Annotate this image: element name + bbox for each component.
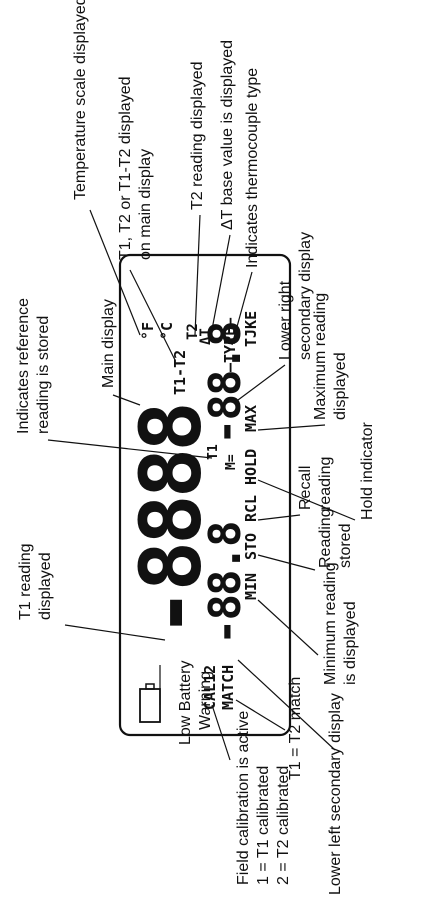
- label-recall-2: reading: [317, 457, 334, 510]
- delta-t-tag: ΔT: [198, 328, 214, 345]
- leader-lines: [47, 209, 356, 761]
- leader-temp-scale: [89, 209, 141, 336]
- leader-lower-right: [237, 364, 286, 401]
- label-lower-left: Lower left secondary display: [327, 693, 344, 895]
- label-field-cal-3: 2 = T2 calibrated: [275, 766, 292, 885]
- hold-tag: HOLD: [242, 449, 260, 485]
- leader-field-cal: [211, 704, 231, 761]
- leader-thermo-type: [231, 271, 253, 346]
- m-equals-tag: M=: [224, 454, 239, 470]
- main-digits: -8888: [122, 405, 220, 638]
- leader-lower-left: [237, 659, 336, 751]
- label-delta-t: ΔT base value is displayed: [219, 40, 236, 230]
- label-min-1: Minimum reading: [322, 562, 339, 685]
- leader-min: [257, 599, 319, 656]
- label-lower-right-1: Lower right: [277, 280, 294, 360]
- sto-tag: STO: [242, 533, 260, 560]
- lcd-frame: [118, 253, 292, 737]
- label-temp-scale: Temperature scale displayed: [72, 0, 89, 200]
- leader-t1-reading: [64, 624, 166, 641]
- match-tag: MATCH: [219, 665, 237, 710]
- label-max-1: Maximum reading: [312, 293, 329, 420]
- leader-main-display: [112, 394, 141, 406]
- label-stored-2: stored: [337, 524, 354, 568]
- tc-types: TJKE: [242, 311, 260, 347]
- label-max-2: displayed: [332, 352, 349, 420]
- label-min-2: is displayed: [342, 601, 359, 685]
- left-digits: -88.8: [200, 523, 251, 645]
- label-t1-reading-2: displayed: [37, 552, 54, 620]
- label-t1t2-main-2: on main display: [137, 149, 154, 260]
- label-lower-right-2: secondary display: [297, 232, 314, 360]
- label-t1t2-main-1: T1, T2 or T1-T2 displayed: [117, 77, 134, 261]
- leader-ref: [47, 439, 213, 459]
- battery-icon: [139, 683, 161, 723]
- label-stored-1: Reading: [317, 508, 334, 568]
- label-low-battery-1: Low Battery: [177, 661, 194, 745]
- label-recall-1: Recall: [297, 466, 314, 510]
- t1-minus-t2-tag: T1-T2: [171, 350, 189, 395]
- rotated-diagram: -8888 °F °C T1-T2 T2 ΔT —TYPE— TJKE -88.…: [15, 0, 376, 895]
- label-field-cal-2: 1 = T1 calibrated: [255, 766, 272, 885]
- label-ref-1: Indicates reference: [15, 298, 32, 434]
- leader-max: [257, 424, 326, 431]
- leader-t2-reading: [194, 214, 201, 336]
- label-t2-reading: T2 reading displayed: [189, 61, 206, 210]
- label-thermo-type: Indicates thermocouple type: [244, 68, 261, 268]
- min-tag: MIN: [242, 573, 260, 600]
- label-main-display: Main display: [100, 299, 117, 388]
- cal-tag: CAL12: [201, 665, 219, 710]
- t1-tag: T1: [206, 444, 221, 460]
- leader-t1t2-main: [129, 269, 176, 361]
- label-field-cal-1: Field calibration is active: [235, 711, 252, 885]
- leader-match: [235, 699, 286, 731]
- leader-hold: [257, 479, 356, 521]
- leader-delta-t: [209, 234, 231, 341]
- t2-tag: T2: [185, 323, 201, 340]
- f-unit: °F: [139, 322, 157, 340]
- label-match: T1 = T2 match: [287, 677, 304, 780]
- right-digits: -88.8: [200, 323, 251, 445]
- label-ref-2: reading is stored: [35, 316, 52, 434]
- label-hold: Hold indicator: [359, 422, 376, 521]
- leader-stored: [257, 554, 316, 571]
- label-t1-reading-1: T1 reading: [17, 544, 34, 621]
- rcl-tag: RCL: [242, 495, 260, 522]
- leader-recall: [257, 514, 301, 521]
- label-low-battery-2: Warning: [197, 671, 214, 730]
- max-tag: MAX: [242, 405, 260, 432]
- type-tag: —TYPE—: [221, 317, 239, 372]
